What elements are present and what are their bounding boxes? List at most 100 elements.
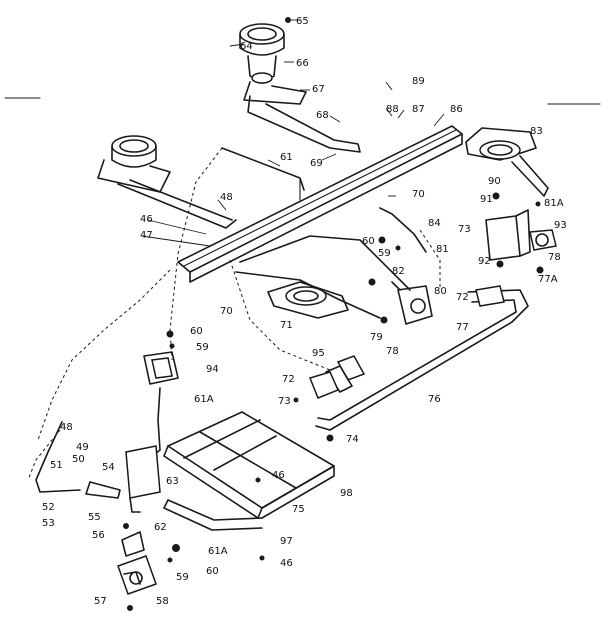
callout-56: 56 <box>92 530 105 541</box>
nut-79 <box>380 316 388 324</box>
leader-lines <box>141 19 445 247</box>
callout-61A-upper: 61A <box>194 394 214 405</box>
callout-72-lower: 72 <box>282 374 295 385</box>
callout-60-lower: 60 <box>206 566 219 577</box>
callout-59-mid: 59 <box>196 342 209 353</box>
callout-46-center: 46 <box>272 470 285 481</box>
callout-97: 97 <box>280 536 293 547</box>
callout-78-center: 78 <box>386 346 399 357</box>
callout-64: 64 <box>240 41 253 52</box>
callout-54: 54 <box>102 462 115 473</box>
callout-46-lower: 46 <box>280 558 293 569</box>
screw-73-lower <box>293 397 299 403</box>
callout-87: 87 <box>412 104 425 115</box>
callout-77: 77 <box>456 322 469 333</box>
callout-labels: 64 65 66 67 68 69 89 88 87 86 83 61 48 7… <box>42 16 567 607</box>
burner-valve-72-lower <box>308 371 340 399</box>
callout-65: 65 <box>296 16 309 27</box>
callout-73-lower: 73 <box>278 396 291 407</box>
callout-60-upper: 60 <box>362 236 375 247</box>
callout-92: 92 <box>478 256 491 267</box>
callout-71: 71 <box>280 320 293 331</box>
callout-77A: 77A <box>538 274 558 285</box>
nut-77A <box>536 266 544 274</box>
front-right-burner <box>465 127 549 197</box>
screw-65 <box>285 17 291 23</box>
venturi-tube-69 <box>247 95 361 153</box>
callout-67: 67 <box>312 84 325 95</box>
screw-59-upper <box>395 245 401 251</box>
callout-59-upper: 59 <box>378 248 391 259</box>
bracket-62 <box>121 531 145 557</box>
callout-51: 51 <box>50 460 63 471</box>
callout-73-upper: 73 <box>458 224 471 235</box>
callout-91: 91 <box>480 194 493 205</box>
center-burner-71 <box>267 281 349 319</box>
gas-tube-70 <box>239 235 411 291</box>
nut-74 <box>326 434 334 442</box>
dashed-leader-right <box>419 229 441 290</box>
nut-82 <box>368 278 376 286</box>
screw-46-center <box>255 477 261 483</box>
callout-59-lower: 59 <box>176 572 189 583</box>
pilot-assembly-49 <box>85 481 121 499</box>
callout-70-lower: 70 <box>220 306 233 317</box>
callout-93: 93 <box>554 220 567 231</box>
gas-regulator-94 <box>143 351 179 385</box>
screw-46-lower <box>259 555 265 561</box>
callout-89: 89 <box>412 76 425 87</box>
callout-48-upper: 48 <box>220 192 233 203</box>
callout-62: 62 <box>154 522 167 533</box>
callout-80: 80 <box>434 286 447 297</box>
callout-79: 79 <box>370 332 383 343</box>
nut-90 <box>492 192 500 200</box>
callout-86: 86 <box>450 104 463 115</box>
callout-74: 74 <box>346 434 359 445</box>
callout-57: 57 <box>94 596 107 607</box>
callout-83: 83 <box>530 126 543 137</box>
callout-81A: 81A <box>544 198 564 209</box>
callout-66: 66 <box>296 58 309 69</box>
manifold-bracket <box>177 125 463 283</box>
callout-82: 82 <box>392 266 405 277</box>
nut-60-upper <box>378 236 386 244</box>
burner-valve-80 <box>391 281 433 325</box>
screw-55 <box>123 523 129 529</box>
callout-52: 52 <box>42 502 55 513</box>
callout-84: 84 <box>428 218 441 229</box>
callout-75: 75 <box>292 504 305 515</box>
callout-53: 53 <box>42 518 55 529</box>
callout-63: 63 <box>166 476 179 487</box>
callout-72-right: 72 <box>456 292 469 303</box>
callout-76: 76 <box>428 394 441 405</box>
callout-90: 90 <box>488 176 501 187</box>
screw-59-lower <box>167 557 173 563</box>
left-rear-burner <box>97 135 237 229</box>
screw-59-mid <box>169 343 175 349</box>
screw-81A <box>535 201 541 207</box>
callout-47: 47 <box>140 230 153 241</box>
callout-69: 69 <box>310 158 323 169</box>
callout-55: 55 <box>88 512 101 523</box>
callout-50: 50 <box>72 454 85 465</box>
thermocouple-48 <box>35 421 81 493</box>
callout-88: 88 <box>386 104 399 115</box>
callout-46-upper: 46 <box>140 214 153 225</box>
shutoff-valve-58 <box>117 555 157 595</box>
callout-61A-lower: 61A <box>208 546 228 557</box>
screw-57 <box>127 605 133 611</box>
callout-49: 49 <box>76 442 89 453</box>
burner-valve-93 <box>485 209 557 261</box>
callout-78-right: 78 <box>548 252 561 263</box>
right-front-burner-72 <box>475 285 505 307</box>
callout-68: 68 <box>316 110 329 121</box>
callout-81: 81 <box>436 244 449 255</box>
callout-98: 98 <box>340 488 353 499</box>
callout-60-mid: 60 <box>190 326 203 337</box>
dashed-leader-center <box>229 259 331 371</box>
callout-95: 95 <box>312 348 325 359</box>
nut-60-mid <box>166 330 174 338</box>
nut-92 <box>496 260 504 268</box>
lower-frame-98 <box>163 411 335 531</box>
